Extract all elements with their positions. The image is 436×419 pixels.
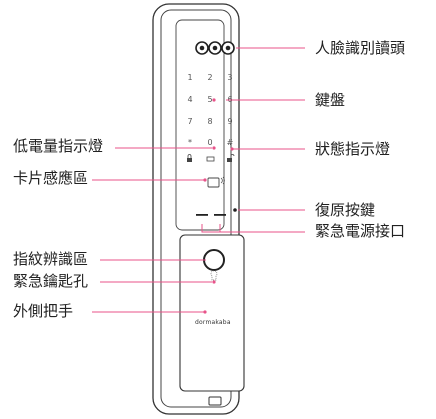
- label-keypad: 鍵盤: [315, 91, 346, 109]
- lock-closed-icon: [187, 154, 192, 162]
- leader-lines: [92, 47, 305, 313]
- label-card-reader: 卡片感應區: [13, 169, 89, 187]
- keyhole-icon: [210, 270, 218, 281]
- label-low-battery: 低電量指示燈: [13, 137, 104, 155]
- outer-handle: [179, 234, 245, 392]
- emergency-power-port: [196, 214, 208, 216]
- brand-logo: dormakaba: [195, 319, 231, 326]
- keypad-key: 9: [227, 117, 232, 126]
- keypad-key: 3: [227, 73, 232, 82]
- lock-open-icon: [227, 154, 235, 162]
- face-camera-icon: [195, 41, 235, 55]
- card-reader-icon: [207, 176, 225, 188]
- keypad-key: #: [227, 138, 234, 147]
- keypad-key: 5: [207, 95, 212, 104]
- label-emergency-power: 緊急電源接口: [315, 222, 406, 240]
- label-face-recognition: 人臉識別讀頭: [315, 39, 406, 57]
- keypad-key: 4: [187, 95, 192, 104]
- keypad-key: 7: [187, 117, 192, 126]
- front-panel: [175, 19, 225, 231]
- keypad-key: 8: [207, 117, 212, 126]
- reset-button: [233, 208, 237, 212]
- label-status-indicator: 狀態指示燈: [315, 140, 391, 158]
- fingerprint-sensor: [203, 249, 225, 271]
- emergency-power-port-2: [214, 214, 226, 216]
- label-outer-handle: 外側把手: [13, 302, 74, 320]
- keypad-key: 0: [207, 138, 212, 147]
- battery-icon: [206, 156, 215, 162]
- leader-power: [201, 224, 305, 233]
- keypad-key: *: [188, 138, 192, 147]
- keypad-key: 1: [187, 73, 192, 82]
- bottom-slot: [208, 396, 222, 406]
- label-keyhole: 緊急鑰匙孔: [13, 272, 89, 290]
- leader-dots: [203, 98, 234, 314]
- keypad-key: 2: [207, 73, 212, 82]
- label-reset-button: 復原按鍵: [315, 201, 376, 219]
- label-fingerprint: 指紋辨識區: [13, 250, 89, 268]
